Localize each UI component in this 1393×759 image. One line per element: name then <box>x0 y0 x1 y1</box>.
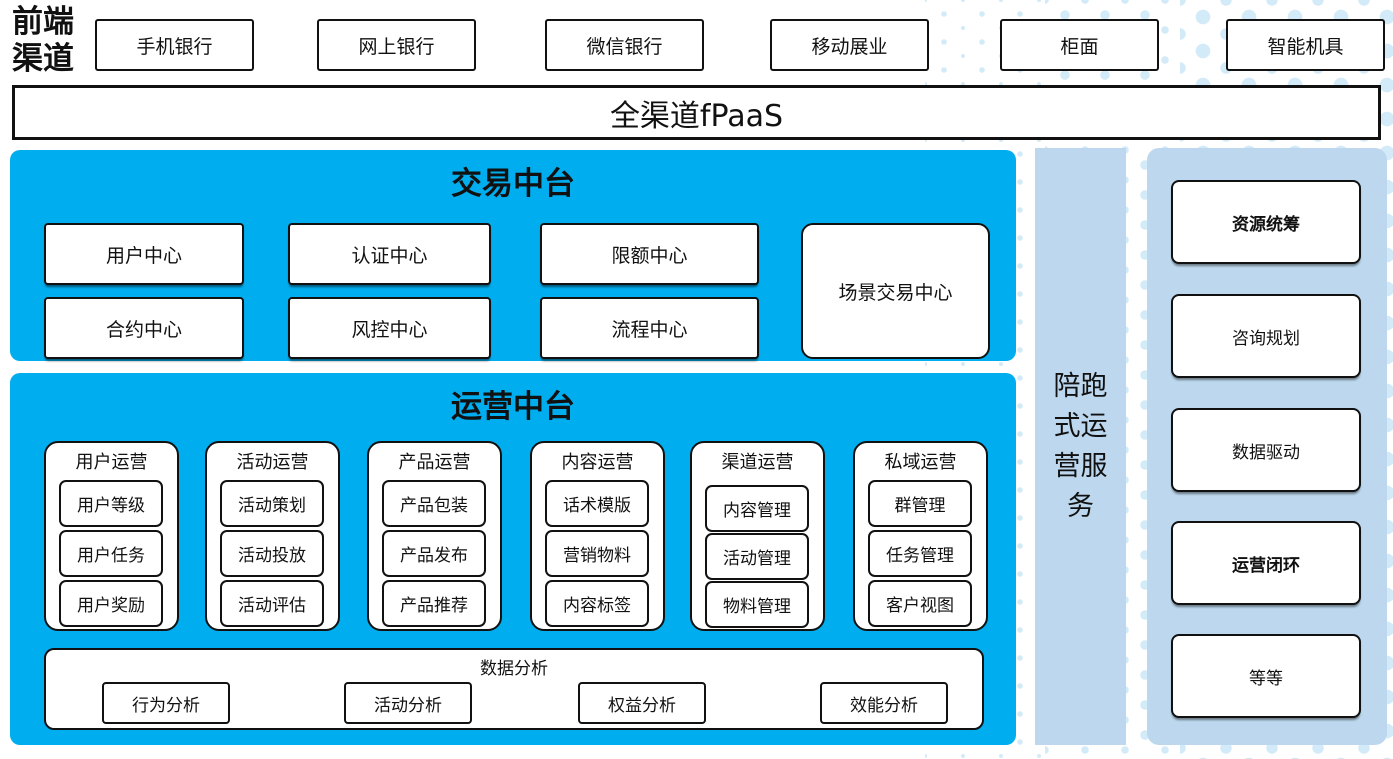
channel-box: 柜面 <box>1000 19 1159 71</box>
center-box: 用户中心 <box>44 223 244 285</box>
ops-item: 内容标签 <box>545 580 649 627</box>
center-box: 认证中心 <box>288 223 491 285</box>
operations-platform-title: 运营中台 <box>451 389 575 425</box>
center-box: 风控中心 <box>288 297 491 359</box>
ops-item: 营销物料 <box>545 530 649 577</box>
ops-item: 产品推荐 <box>382 580 486 627</box>
center-box: 合约中心 <box>44 297 244 359</box>
ops-item: 群管理 <box>868 480 972 527</box>
ops-column: 渠道运营 内容管理 活动管理 物料管理 <box>690 441 825 631</box>
ops-item: 客户视图 <box>868 580 972 627</box>
ops-column-header: 渠道运营 <box>721 452 794 473</box>
channel-box: 手机银行 <box>95 19 254 71</box>
service-panel: 资源统筹 咨询规划 数据驱动 运营闭环 等等 <box>1147 148 1387 745</box>
ops-column-header: 产品运营 <box>398 452 471 473</box>
ops-item: 活动策划 <box>220 480 324 527</box>
ops-column-header: 私域运营 <box>884 452 957 473</box>
service-box: 数据驱动 <box>1171 408 1361 492</box>
ops-item: 用户等级 <box>59 480 163 527</box>
ops-column-header: 用户运营 <box>75 452 148 473</box>
channel-box: 智能机具 <box>1226 19 1385 71</box>
ops-item: 活动投放 <box>220 530 324 577</box>
channel-box: 微信银行 <box>545 19 704 71</box>
service-box: 咨询规划 <box>1171 294 1361 378</box>
ops-item: 用户奖励 <box>59 580 163 627</box>
trade-platform-section: 交易中台 用户中心 认证中心 限额中心 合约中心 风控中心 流程中心 场景交易中… <box>10 150 1016 361</box>
companion-service-label: 陪跑式运营服务 <box>1053 370 1108 522</box>
ops-item: 任务管理 <box>868 530 972 577</box>
ops-column: 私域运营 群管理 任务管理 客户视图 <box>853 441 988 631</box>
analysis-item: 活动分析 <box>344 682 472 724</box>
fpaas-bar: 全渠道fPaaS <box>12 85 1381 140</box>
service-box: 运营闭环 <box>1171 521 1361 605</box>
operations-platform-section: 运营中台 用户运营 用户等级 用户任务 用户奖励 活动运营 活动策划 活动投放 … <box>10 373 1016 745</box>
analysis-item: 行为分析 <box>102 682 230 724</box>
center-box: 流程中心 <box>540 297 759 359</box>
scenario-trade-center-box: 场景交易中心 <box>801 223 990 359</box>
analysis-item: 权益分析 <box>578 682 706 724</box>
ops-item: 话术模版 <box>545 480 649 527</box>
channel-box: 网上银行 <box>317 19 476 71</box>
ops-column-header: 活动运营 <box>236 452 309 473</box>
front-channels-label: 前端渠道 <box>12 4 74 77</box>
data-analysis-panel: 数据分析 行为分析 活动分析 权益分析 效能分析 <box>44 648 984 730</box>
ops-item: 用户任务 <box>59 530 163 577</box>
service-box: 等等 <box>1171 634 1361 718</box>
ops-item: 活动管理 <box>705 533 809 580</box>
companion-service-bar: 陪跑式运营服务 <box>1035 148 1126 745</box>
channel-box: 移动展业 <box>770 19 929 71</box>
ops-column: 活动运营 活动策划 活动投放 活动评估 <box>205 441 340 631</box>
ops-column-header: 内容运营 <box>561 452 634 473</box>
service-box: 资源统筹 <box>1171 180 1361 264</box>
ops-item: 产品包装 <box>382 480 486 527</box>
ops-item: 产品发布 <box>382 530 486 577</box>
analysis-item: 效能分析 <box>820 682 948 724</box>
data-analysis-title: 数据分析 <box>480 659 548 679</box>
ops-item: 内容管理 <box>705 485 809 532</box>
ops-column: 用户运营 用户等级 用户任务 用户奖励 <box>44 441 179 631</box>
ops-column: 内容运营 话术模版 营销物料 内容标签 <box>530 441 665 631</box>
trade-platform-title: 交易中台 <box>451 166 575 202</box>
ops-column: 产品运营 产品包装 产品发布 产品推荐 <box>367 441 502 631</box>
ops-item: 物料管理 <box>705 581 809 628</box>
ops-item: 活动评估 <box>220 580 324 627</box>
center-box: 限额中心 <box>540 223 759 285</box>
